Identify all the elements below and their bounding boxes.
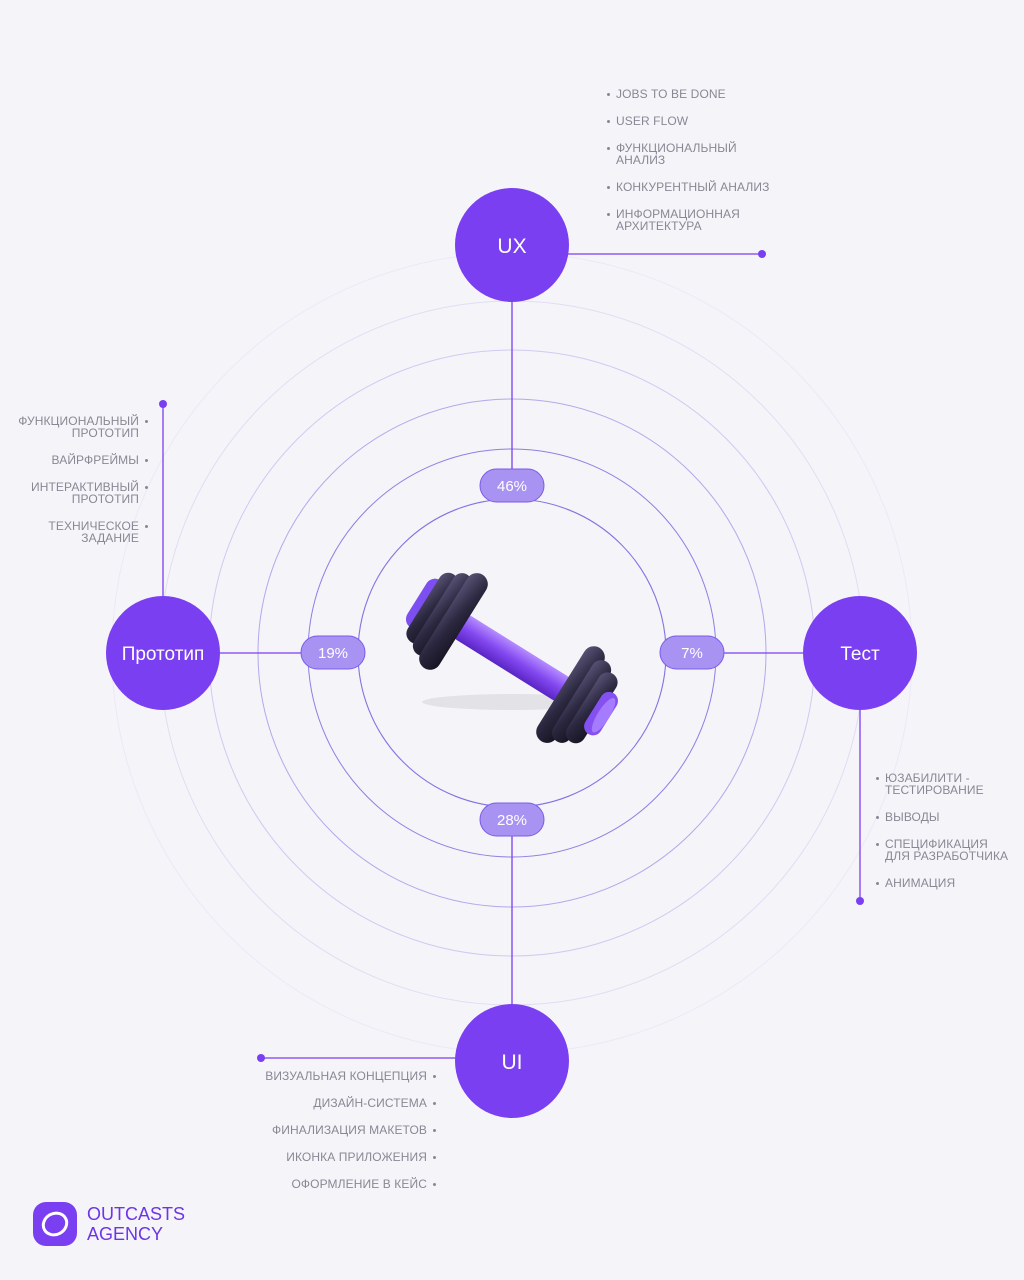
pill-ux-label: 46% — [497, 478, 527, 495]
logo-text: OUTCASTS AGENCY — [87, 1204, 185, 1244]
list-item: ВЫВОДЫ — [876, 811, 1022, 823]
list-item: ТЕХНИЧЕСКОЕ ЗАДАНИЕ — [0, 520, 148, 544]
list-item: ДИЗАЙН-СИСТЕМА — [220, 1097, 436, 1109]
connector-dot — [257, 1054, 265, 1062]
pill-ui-label: 28% — [497, 812, 527, 829]
pill-test: 7% — [659, 635, 725, 670]
ui-list: ВИЗУАЛЬНАЯ КОНЦЕПЦИЯ ДИЗАЙН-СИСТЕМА ФИНА… — [220, 1070, 436, 1205]
node-test: Тест — [803, 596, 917, 710]
connector-dot — [758, 250, 766, 258]
pill-prototype-label: 19% — [318, 645, 348, 662]
node-ui-label: UI — [502, 1051, 523, 1074]
agency-logo: OUTCASTS AGENCY — [33, 1202, 185, 1246]
list-item: КОНКУРЕНТНЫЙ АНАЛИЗ — [607, 181, 807, 193]
list-item: ОФОРМЛЕНИЕ В КЕЙС — [220, 1178, 436, 1190]
pill-ux: 46% — [479, 468, 545, 503]
test-list: ЮЗАБИЛИТИ - ТЕСТИРОВАНИЕ ВЫВОДЫ СПЕЦИФИК… — [876, 772, 1022, 904]
list-item: ИНФОРМАЦИОННАЯ АРХИТЕКТУРА — [607, 208, 807, 232]
pill-ui: 28% — [479, 802, 545, 837]
list-item: ИНТЕРАКТИВНЫЙ ПРОТОТИП — [0, 481, 148, 505]
node-ux: UX — [455, 188, 569, 302]
ux-list: JOBS TO BE DONE USER FLOW ФУНКЦИОНАЛЬНЫЙ… — [607, 88, 807, 247]
pill-test-label: 7% — [681, 645, 703, 662]
list-item: ЮЗАБИЛИТИ - ТЕСТИРОВАНИЕ — [876, 772, 1022, 796]
list-item: ИКОНКА ПРИЛОЖЕНИЯ — [220, 1151, 436, 1163]
pill-prototype: 19% — [300, 635, 366, 670]
node-prototype-label: Прототип — [122, 644, 205, 665]
logo-line-1: OUTCASTS — [87, 1204, 186, 1224]
connector-dot — [856, 897, 864, 905]
list-item: ВАЙРФРЕЙМЫ — [0, 454, 148, 466]
list-item: АНИМАЦИЯ — [876, 877, 1022, 889]
node-prototype: Прототип — [106, 596, 220, 710]
outcasts-logo-icon — [33, 1202, 77, 1246]
connectors — [162, 253, 861, 1059]
list-item: ВИЗУАЛЬНАЯ КОНЦЕПЦИЯ — [220, 1070, 436, 1082]
prototype-list: ФУНКЦИОНАЛЬНЫЙ ПРОТОТИП ВАЙРФРЕЙМЫ ИНТЕР… — [0, 415, 148, 559]
node-test-label: Тест — [840, 644, 880, 665]
node-ux-label: UX — [497, 235, 526, 258]
list-item: ФУНКЦИОНАЛЬНЫЙ АНАЛИЗ — [607, 142, 807, 166]
list-item: СПЕЦИФИКАЦИЯ ДЛЯ РАЗРАБОТЧИКА — [876, 838, 1022, 862]
list-item: ФУНКЦИОНАЛЬНЫЙ ПРОТОТИП — [0, 415, 148, 439]
logo-line-2: AGENCY — [87, 1224, 164, 1244]
connector-end-dots — [159, 250, 864, 1062]
connector-dot — [159, 400, 167, 408]
list-item: ФИНАЛИЗАЦИЯ МАКЕТОВ — [220, 1124, 436, 1136]
list-item: JOBS TO BE DONE — [607, 88, 807, 100]
node-ui: UI — [455, 1004, 569, 1118]
list-item: USER FLOW — [607, 115, 807, 127]
dumbbell-icon — [405, 572, 618, 744]
